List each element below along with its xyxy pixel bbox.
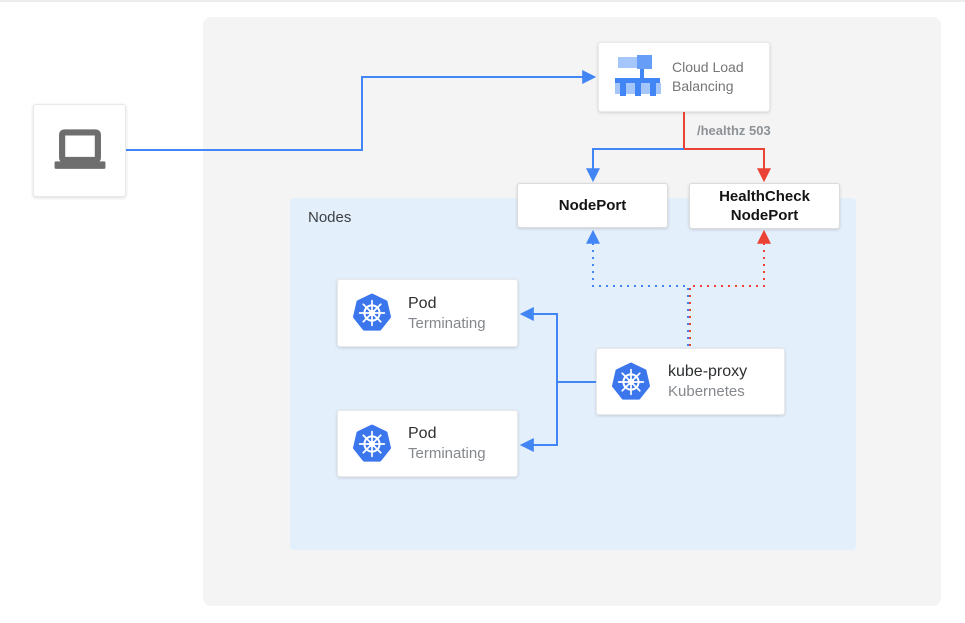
healthcheck-label-line1: HealthCheck (719, 188, 810, 205)
clb-label-line2: Balancing (672, 78, 734, 94)
pod1-status: Terminating (408, 314, 486, 332)
healthz-503-label: /healthz 503 (697, 123, 771, 138)
kube-proxy-node: kube-proxy Kubernetes (596, 348, 785, 415)
healthcheck-nodeport-label: HealthCheck NodePort (719, 187, 810, 225)
cloud-load-balancer-icon (615, 55, 661, 96)
healthcheck-label-line2: NodePort (730, 207, 799, 224)
cloud-load-balancing-node: Cloud Load Balancing (598, 42, 770, 112)
kube-proxy-subtitle: Kubernetes (668, 383, 745, 400)
nodeport-label: NodePort (558, 197, 627, 214)
kube-proxy-title: kube-proxy (668, 363, 748, 380)
nodeport-node: NodePort (517, 183, 668, 228)
pod-node-2: Pod Terminating (337, 410, 518, 477)
pod2-status: Terminating (408, 445, 486, 462)
pod2-title: Pod (408, 425, 437, 442)
clb-label-line1: Cloud Load (672, 59, 744, 75)
kubernetes-icon (353, 424, 391, 462)
client-device-node (33, 104, 126, 197)
pod1-title: Pod (408, 294, 437, 312)
laptop-icon (54, 128, 105, 169)
nodes-group-label: Nodes (308, 209, 352, 226)
pod-node-1: Pod Terminating (337, 279, 518, 347)
healthcheck-nodeport-node: HealthCheck NodePort (689, 183, 840, 229)
kubernetes-icon (353, 293, 391, 331)
kubernetes-icon (612, 362, 650, 400)
cloud-load-balancing-label: Cloud Load Balancing (672, 58, 744, 96)
